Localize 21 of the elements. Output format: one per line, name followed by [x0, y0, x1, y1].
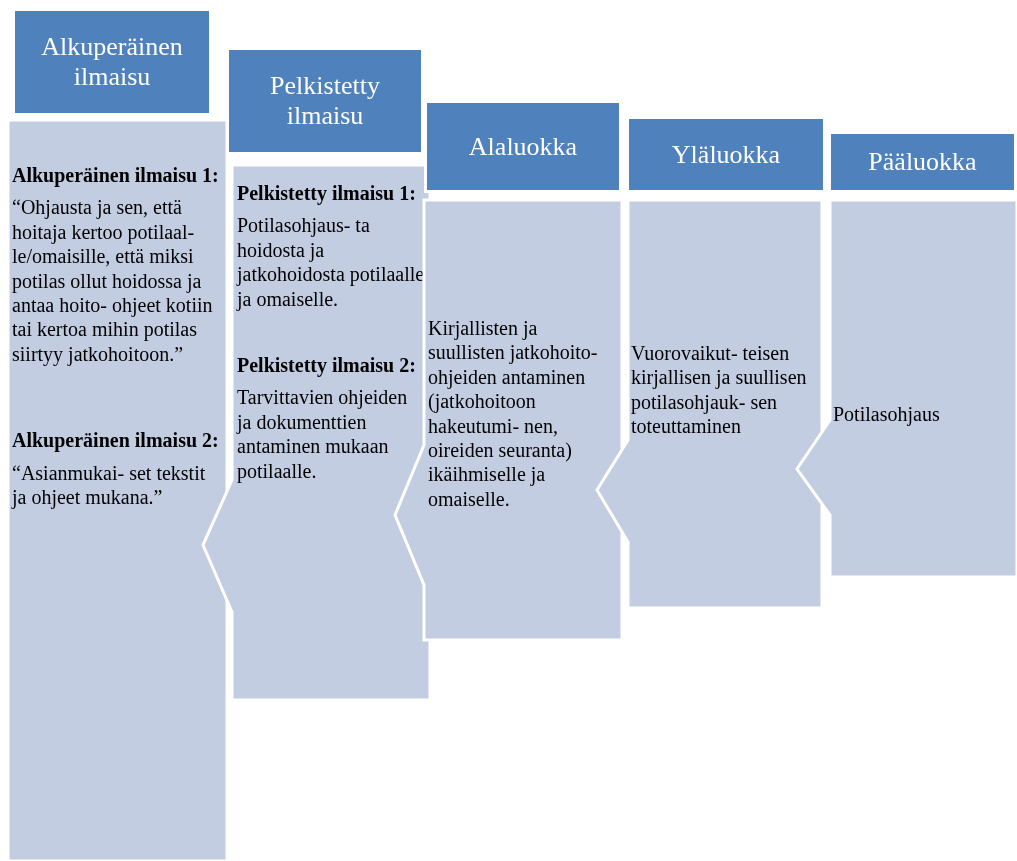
column-header	[424, 100, 622, 193]
column-header	[828, 131, 1017, 193]
body-text: “Asianmukai- set tekstit ja ohjeet mukana.”	[12, 460, 207, 510]
header-text: Alkuperäinen ilmaisu	[40, 32, 184, 92]
heading-text: Pelkistetty ilmaisu 2:	[237, 352, 417, 378]
body-text: Kirjallisten ja suullisten jatkohoito- ohjeiden antaminen (jatkohoitoon hakeutumi- nen, oireiden seuranta) ikäihmiselle ja omaiselle.	[428, 316, 599, 512]
header-text: Alaluokka	[468, 131, 578, 162]
column-header	[12, 8, 212, 116]
header-text: Yläluokka	[671, 139, 781, 170]
column-header	[226, 47, 424, 155]
body-text: Vuorovaikut- teisen kirjallisen ja suullisen potilasohjauk- sen toteuttaminen	[631, 341, 808, 439]
heading-text: Pelkistetty ilmaisu 1:	[237, 181, 417, 206]
body-text: Potilasohjaus	[833, 402, 941, 427]
column-header	[626, 116, 826, 193]
header-text: Pelkistetty ilmaisu	[269, 71, 381, 131]
body-text: Tarvittavien ohjeiden ja dokumenttien antaminen mukaan potilaalle.	[237, 385, 409, 483]
heading-text: Alkuperäinen ilmaisu 1:	[12, 163, 220, 188]
body-text: “Ohjausta ja sen, että hoitaja kertoo potilaal- le/omaisille, että miksi potilas ollut hoidossa ja antaa hoito- ohjeet kotiin tai kertoa mihin potilas siirtyy jatkohoitoon.”	[12, 195, 214, 367]
heading-text: Alkuperäinen ilmaisu 2:	[12, 428, 220, 453]
body-text: Potilasohjaus- ta hoidosta ja jatkohoidosta potilaalle ja omaiselle.	[237, 213, 426, 311]
header-text: Pääluokka	[868, 147, 977, 177]
